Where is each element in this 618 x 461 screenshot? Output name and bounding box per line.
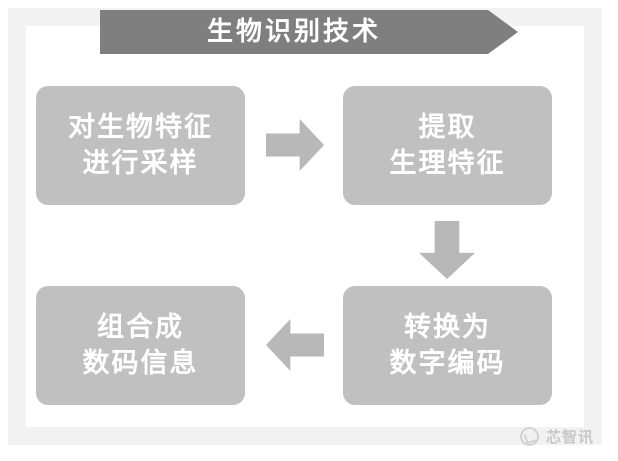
node-label-line-2: 进行采样 — [82, 147, 199, 179]
process-node-convert: 转换为 数字编码 — [343, 286, 552, 405]
node-label-line-1: 对生物特征 — [68, 111, 213, 143]
title-banner: 生物识别技术 — [100, 10, 518, 54]
node-label-line-1: 转换为 — [404, 311, 491, 343]
process-node-sample: 对生物特征 进行采样 — [36, 86, 245, 205]
node-label-line-2: 数字编码 — [389, 347, 506, 379]
process-node-combine: 组合成 数码信息 — [36, 286, 245, 405]
node-label-line-1: 提取 — [418, 111, 477, 143]
watermark: 芯智讯 — [519, 426, 594, 447]
node-label-line-1: 组合成 — [97, 311, 184, 343]
circle-logo-icon — [519, 427, 539, 446]
process-node-extract: 提取 生理特征 — [343, 86, 552, 205]
node-label-line-2: 生理特征 — [389, 147, 506, 179]
page-title: 生物识别技术 — [206, 17, 381, 47]
node-label-line-2: 数码信息 — [82, 347, 199, 379]
watermark-text: 芯智讯 — [545, 428, 594, 446]
